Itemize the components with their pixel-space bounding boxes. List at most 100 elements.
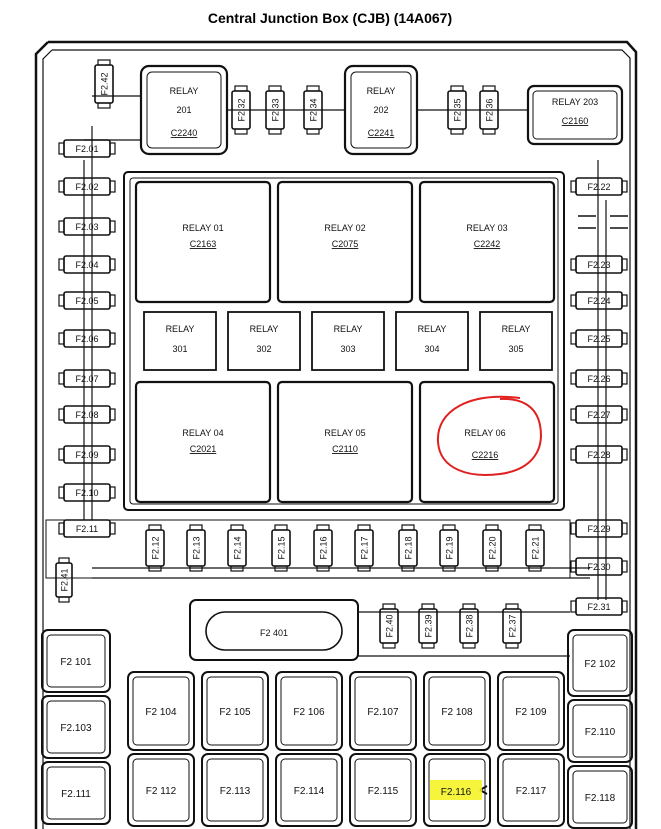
relay-203: RELAY 203 C2160	[526, 84, 624, 146]
housing-inner-outline	[42, 49, 631, 829]
relay-06: RELAY 06 C2216	[418, 380, 556, 504]
fuse-f2-05-label: F2.05	[75, 296, 98, 306]
relay-201: RELAY 201 C2240	[139, 64, 229, 156]
svg-text:F2.107: F2.107	[367, 707, 399, 718]
fuse-f2-23: F2.23	[570, 255, 628, 274]
fuse-f2-20-label: F2.20	[488, 536, 498, 559]
svg-text:RELAY: RELAY	[166, 324, 195, 334]
fuse-f2-17-label: F2.17	[360, 536, 370, 559]
fuse-f2-25: F2.25	[570, 329, 628, 348]
fuse-f2-06-label: F2.06	[75, 334, 98, 344]
fuse-f2-32-label: F2.32	[237, 98, 247, 121]
fuse-f105: F2 105	[201, 671, 269, 751]
svg-text:RELAY: RELAY	[170, 86, 199, 96]
fuse-f2-36: F2.36	[479, 85, 499, 135]
fuse-f2-32: F2.32	[231, 85, 251, 135]
svg-text:RELAY: RELAY	[367, 86, 396, 96]
fuse-f2-30-label: F2.30	[587, 562, 610, 572]
fuse-f2-15-label: F2.15	[277, 536, 287, 559]
fuse-f2-03: F2.03	[58, 217, 116, 236]
fuse-f2-24: F2.24	[570, 291, 628, 310]
fuse-f2-31-label: F2.31	[587, 602, 610, 612]
svg-text:202: 202	[373, 105, 388, 115]
housing-outline	[34, 40, 638, 829]
fuse-f101: F2 101	[41, 629, 111, 693]
fuse-f113: F2.113	[201, 753, 269, 827]
svg-text:C2021: C2021	[190, 444, 217, 454]
fuse-f2-18: F2.18	[398, 524, 418, 572]
fuse-f2-08: F2.08	[58, 405, 116, 424]
fuse-f111: F2.111	[41, 761, 111, 825]
svg-text:C2075: C2075	[332, 239, 359, 249]
fuse-f2-12-label: F2.12	[151, 536, 161, 559]
fuse-f2-14: F2.14	[227, 524, 247, 572]
fuse-f2-39-label: F2.39	[424, 614, 434, 637]
fuse-f2-14-label: F2.14	[233, 536, 243, 559]
fuse-f2-20: F2.20	[482, 524, 502, 572]
fuse-f2-40-label: F2.40	[385, 614, 395, 637]
diagram-title: Central Junction Box (CJB) (14A067)	[208, 10, 452, 26]
fuse-f2-09: F2.09	[58, 445, 116, 464]
svg-text:F2 105: F2 105	[219, 707, 251, 718]
svg-text:RELAY: RELAY	[334, 324, 363, 334]
fuse-f2-03-label: F2.03	[75, 222, 98, 232]
svg-text:305: 305	[508, 344, 523, 354]
svg-text:C2163: C2163	[190, 239, 217, 249]
fuse-f2-11: F2.11	[58, 519, 116, 538]
fuse-f109: F2 109	[497, 671, 565, 751]
fuse-f2-37: F2.37	[502, 603, 522, 649]
fuse-f2-19: F2.19	[439, 524, 459, 572]
fuse-f2-12: F2.12	[145, 524, 165, 572]
svg-text:F2.103: F2.103	[60, 723, 92, 734]
svg-text:F2.111: F2.111	[61, 789, 91, 800]
fuse-f2-39: F2.39	[418, 603, 438, 649]
svg-text:RELAY 03: RELAY 03	[466, 223, 507, 233]
fuse-f103: F2.103	[41, 695, 111, 759]
svg-text:RELAY 02: RELAY 02	[324, 223, 365, 233]
fuse-f2-02: F2.02	[58, 177, 116, 196]
fuse-f2-38: F2.38	[459, 603, 479, 649]
fuse-f2-04: F2.04	[58, 255, 116, 274]
fuse-f2-13: F2.13	[186, 524, 206, 572]
fuse-group-37-40: F2.40 F2.39 F2.38 F2.37	[379, 603, 522, 649]
fuse-f2-23-label: F2.23	[587, 260, 610, 270]
svg-text:F2.110: F2.110	[585, 727, 616, 738]
svg-text:C2242: C2242	[474, 239, 501, 249]
svg-text:F2 102: F2 102	[584, 659, 616, 670]
svg-text:F2 401: F2 401	[260, 628, 288, 638]
fuse-f2-05: F2.05	[58, 291, 116, 310]
fuse-f2-37-label: F2.37	[508, 614, 518, 637]
fuse-f2-36-label: F2.36	[485, 98, 495, 121]
fuse-f2-38-label: F2.38	[465, 614, 475, 637]
left-fuse-column: F2.01F2.02F2.03F2.04F2.05F2.06F2.07F2.08…	[58, 139, 116, 538]
fuse-f2-16-label: F2.16	[319, 536, 329, 559]
fuse-f112: F2 112	[127, 753, 195, 827]
fuse-f2-08-label: F2.08	[75, 410, 98, 420]
svg-text:RELAY: RELAY	[502, 324, 531, 334]
fuse-f2-33: F2.33	[265, 85, 285, 135]
fuse-f2-41-body-label: F2.41	[60, 568, 70, 591]
fuse-f2-42: F2.42	[94, 59, 114, 109]
right-fuse-column: F2.22F2.23F2.24F2.25F2.26F2.27F2.28F2.29…	[570, 177, 628, 616]
svg-text:F2 104: F2 104	[145, 707, 177, 718]
fuse-f2-06: F2.06	[58, 329, 116, 348]
fuse-f2-26-label: F2.26	[587, 374, 610, 384]
relay-03: RELAY 03 C2242	[418, 180, 556, 304]
fuse-f2-27: F2.27	[570, 405, 628, 424]
svg-text:301: 301	[172, 344, 187, 354]
fuse-f2-01-label: F2.01	[75, 144, 98, 154]
svg-text:F2 101: F2 101	[60, 657, 92, 668]
svg-text:RELAY 01: RELAY 01	[182, 223, 223, 233]
fuse-f2-29-label: F2.29	[587, 524, 610, 534]
svg-text:F2 106: F2 106	[293, 707, 325, 718]
svg-text:C2240: C2240	[171, 128, 198, 138]
fuse-f2-28: F2.28	[570, 445, 628, 464]
fuse-f2-22: F2.22	[570, 177, 628, 196]
svg-text:RELAY 06: RELAY 06	[464, 428, 505, 438]
relay-305: RELAY 305	[479, 311, 553, 371]
